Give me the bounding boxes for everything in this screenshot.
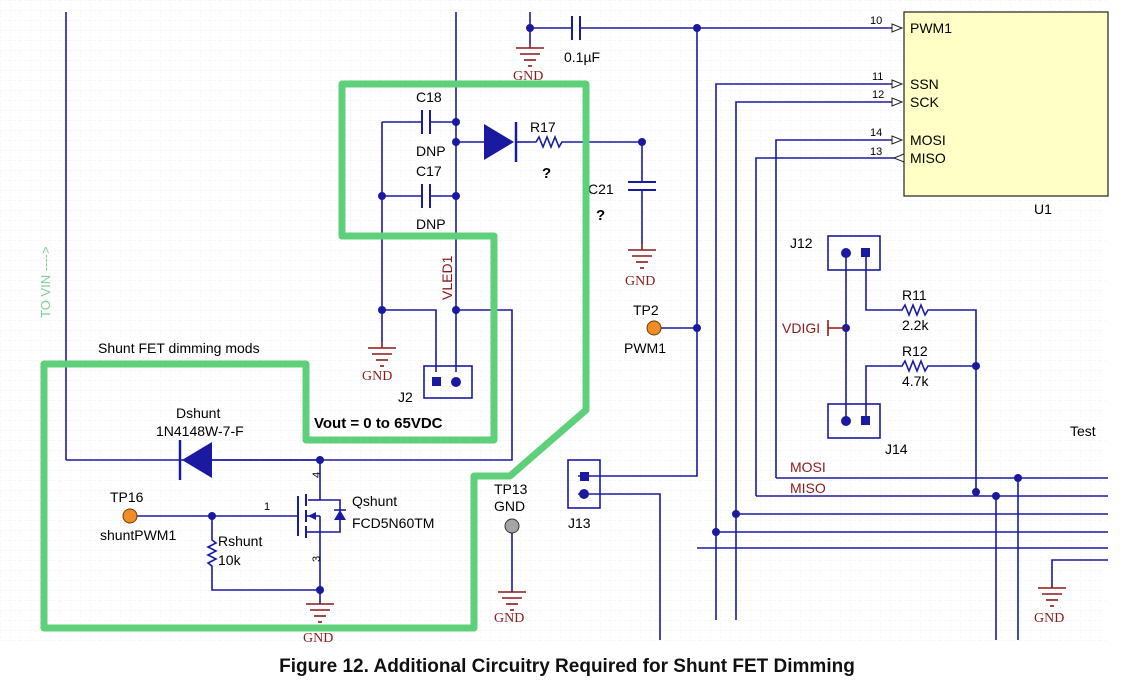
svg-text:1N4148W-7-F: 1N4148W-7-F [156,423,244,439]
svg-text:C17: C17 [416,163,442,179]
svg-text:R12: R12 [902,343,928,359]
u1-ic: U1 10 PWM1 11 SSN 12 SCK 14 MOSI [697,11,1109,620]
tp13-testpoint: TP13 GND GND [494,481,528,626]
svg-text:GND: GND [513,69,543,84]
net-pwm1 [578,28,698,477]
led-diode [456,122,530,162]
vled1-label: VLED1 [439,255,455,300]
u1-pin-miso: 13 MISO [755,146,946,496]
highlight-vled-section [40,80,590,632]
svg-text:11: 11 [872,71,883,83]
svg-text:SSN: SSN [910,76,939,92]
figure-caption: Figure 12. Additional Circuitry Required… [279,656,855,677]
svg-text:J13: J13 [568,515,591,531]
svg-text:MISO: MISO [790,480,826,496]
shunt-box-title: Shunt FET dimming mods [98,340,260,356]
svg-text:MISO: MISO [910,150,946,166]
svg-text:MOSI: MOSI [910,132,946,148]
j13-connector: J13 [567,459,601,531]
u1-ref: U1 [1034,201,1052,217]
svg-text:PWM1: PWM1 [910,20,952,36]
gnd-symbol-j2 [368,342,396,367]
svg-text:?: ? [542,165,551,182]
svg-text:1: 1 [264,501,270,513]
svg-text:J2: J2 [398,389,413,405]
c17: C17 DNP [382,163,456,232]
gnd-symbol-c21 [628,244,656,269]
svg-text:GND: GND [303,631,333,646]
svg-text:4.7k: 4.7k [902,373,929,389]
u1-pin-sck: 12 SCK [735,89,939,620]
svg-text:?: ? [596,207,605,224]
cap-0-1uf: 0.1µF GND [513,12,701,84]
spi-bus: MOSI MISO Test [697,423,1108,640]
dshunt-diode: Dshunt 1N4148W-7-F [156,405,320,480]
to-vin-label: TO VIN ----> [38,246,53,318]
j12-connector: J12 [790,235,881,271]
svg-text:FCD5N60TM: FCD5N60TM [352,515,434,531]
svg-text:MOSI: MOSI [790,459,826,475]
svg-text:VDIGI: VDIGI [782,320,820,336]
svg-text:10k: 10k [218,552,242,568]
svg-text:GND: GND [494,611,524,626]
svg-text:13: 13 [870,146,882,158]
svg-text:J14: J14 [885,441,908,457]
gnd-symbol-right: GND [1034,559,1108,626]
schematic-diagram: U1 10 PWM1 11 SSN 12 SCK 14 MOSI [0,0,1109,646]
svg-text:Test: Test [1070,423,1096,439]
svg-text:C21: C21 [588,181,614,197]
u1-pin-pwm1: 10 PWM1 [697,15,952,36]
svg-text:2.2k: 2.2k [902,317,929,333]
svg-text:R17: R17 [530,119,556,135]
svg-text:4: 4 [311,472,323,478]
svg-text:3: 3 [311,556,323,562]
c18: C18 DNP [382,89,456,159]
svg-text:12: 12 [872,89,884,101]
j2-connector: J2 [398,365,473,405]
net-j13-pin2 [578,493,661,640]
u1-pin-mosi: 14 MOSI [775,127,946,478]
r11: R11 2.2k [898,287,977,492]
svg-text:J12: J12 [790,235,813,251]
svg-text:GND: GND [494,498,525,514]
r12: R12 4.7k [898,343,976,389]
gnd-symbol-qshunt [306,603,334,623]
svg-text:Qshunt: Qshunt [352,493,397,509]
svg-text:R11: R11 [902,287,927,303]
svg-text:14: 14 [870,127,882,139]
svg-text:SCK: SCK [910,94,939,110]
svg-text:DNP: DNP [416,143,446,159]
c21: C21 ? [588,142,656,244]
tp2-testpoint: TP2 PWM1 [624,302,701,356]
svg-text:10: 10 [870,15,882,27]
svg-text:GND: GND [1034,611,1064,626]
r17: R17 ? [530,119,642,182]
svg-text:C18: C18 [416,89,442,105]
svg-text:DNP: DNP [416,216,446,232]
svg-text:GND: GND [362,369,392,384]
u1-pin-ssn: 11 SSN [715,71,939,620]
svg-text:PWM1: PWM1 [624,340,666,356]
vout-note: Vout = 0 to 65VDC [314,415,443,432]
qshunt-mosfet: 1 4 3 Qshunt FCD5N60TM [212,460,434,590]
rshunt: Rshunt 10k [206,516,320,591]
svg-text:TP2: TP2 [633,302,659,318]
svg-text:Dshunt: Dshunt [176,405,220,421]
svg-text:TP13: TP13 [494,481,528,497]
svg-text:shuntPWM1: shuntPWM1 [100,527,176,543]
gnd-symbol-top [516,44,544,67]
svg-text:Rshunt: Rshunt [218,533,262,549]
svg-text:0.1µF: 0.1µF [564,49,600,65]
svg-text:GND: GND [625,274,655,289]
svg-text:TP16: TP16 [110,489,144,505]
tp16-testpoint: TP16 shuntPWM1 [100,489,212,543]
vdigi-net: VDIGI [782,320,846,336]
